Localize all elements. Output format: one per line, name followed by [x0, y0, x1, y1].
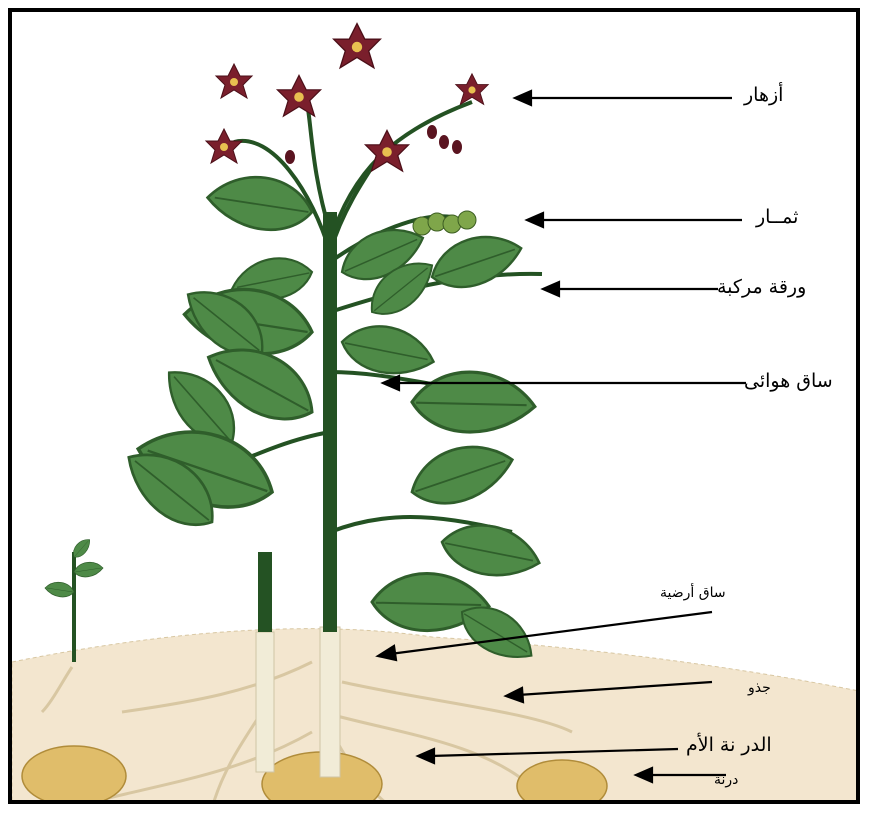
tuber-left [22, 746, 126, 804]
label-compound-leaf: ورقة مركبة [717, 276, 806, 298]
diagram-frame: أزهار ثمــار ورقة مركبة ساق هوائى ساق أر… [8, 8, 860, 804]
arrowhead-fruits-icon [527, 213, 543, 227]
potato-plant-illustration [12, 12, 860, 804]
label-aerial-stem: ساق هوائى [744, 370, 833, 392]
label-tuber: درنة [714, 772, 738, 788]
label-fruits: ثمــار [756, 206, 798, 228]
underground-stem-main [320, 627, 340, 777]
flowers [206, 24, 488, 172]
label-mother-tuber: الدر نة الأم [686, 734, 772, 756]
label-root: جذو [748, 680, 771, 696]
underground-stem-left [256, 632, 274, 772]
arrowhead-compound-leaf-icon [543, 282, 559, 296]
arrowhead-flowers-icon [515, 91, 531, 105]
tuber-right [517, 760, 607, 804]
label-flowers: أزهار [744, 84, 783, 106]
seedling [45, 536, 103, 662]
label-underground-stem: ساق أرضية [660, 585, 726, 601]
